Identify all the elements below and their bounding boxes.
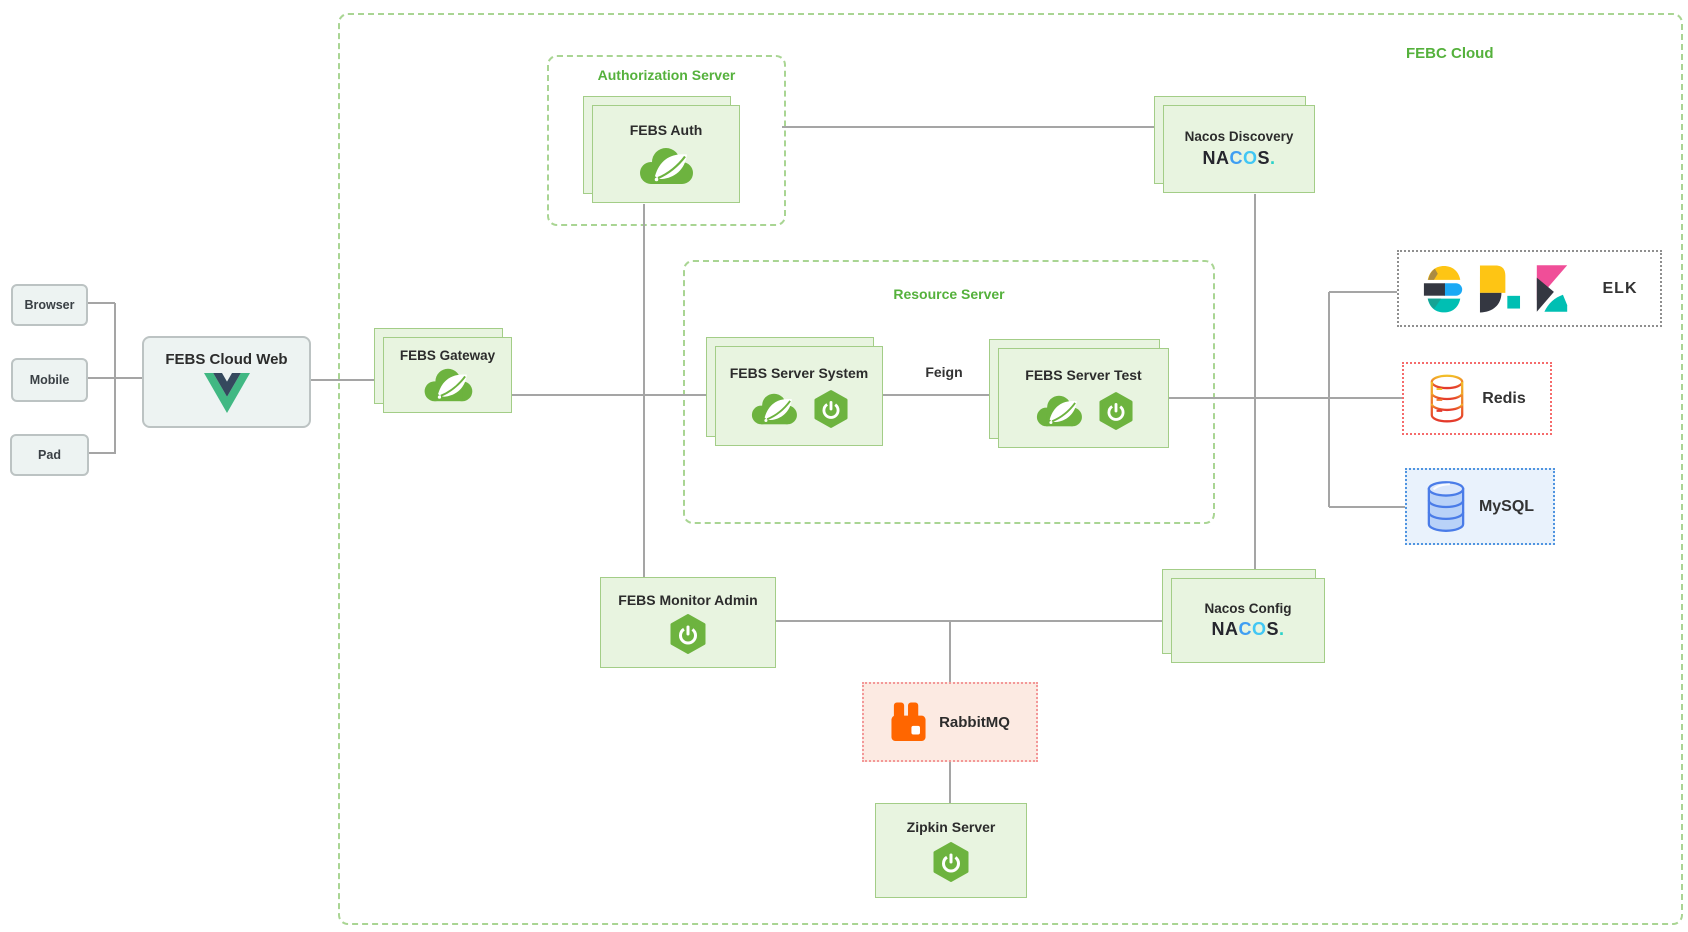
resource-server-group: Resource Server — [683, 260, 1215, 524]
client-browser: Browser — [11, 284, 88, 326]
stack-front-layer: FEBS Gateway — [383, 337, 512, 413]
stack-front-layer: FEBS Server System — [715, 346, 883, 446]
febs-cloud-web-title: FEBS Cloud Web — [165, 351, 288, 368]
node-nacos-config: Nacos Config NACOS. — [1162, 569, 1325, 663]
connector-auth-discovery — [782, 126, 1155, 128]
node-febs-server-system: FEBS Server System — [706, 337, 883, 446]
spring-boot-icon — [1098, 391, 1133, 430]
node-elk: ELK — [1397, 250, 1662, 327]
connector-elk — [1329, 291, 1398, 293]
node-febs-server-test: FEBS Server Test — [989, 339, 1169, 448]
spring-boot-icon — [814, 389, 848, 428]
node-mysql: MySQL — [1405, 468, 1555, 545]
connector-pad — [85, 452, 115, 454]
spring-cloud-icon — [638, 146, 694, 186]
node-zipkin-server: Zipkin Server — [875, 803, 1027, 898]
client-mobile: Mobile — [11, 358, 88, 402]
connector-store-bracket — [1328, 292, 1330, 507]
febs-gateway-title: FEBS Gateway — [399, 347, 496, 363]
mysql-title: MySQL — [1478, 497, 1535, 515]
connector-rabbitmq-zipkin — [949, 762, 951, 804]
connector-test-redis — [1169, 397, 1403, 399]
redis-db-icon — [1430, 374, 1464, 422]
elk-title: ELK — [1602, 279, 1638, 297]
node-febs-cloud-web: FEBS Cloud Web — [142, 336, 311, 428]
client-pad: Pad — [10, 434, 89, 476]
connector-auth-monitor — [643, 204, 645, 578]
rabbitmq-icon — [891, 702, 926, 741]
connector-rabbitmq-top — [949, 621, 951, 683]
febs-server-test-title: FEBS Server Test — [1025, 366, 1142, 383]
node-febs-auth: FEBS Auth — [583, 96, 740, 203]
nacos-wordmark: NACOS. — [1202, 148, 1276, 168]
connector-discovery-config — [1254, 194, 1256, 570]
spring-boot-icon — [670, 613, 706, 654]
zipkin-server-title: Zipkin Server — [906, 819, 996, 835]
connector-web-gateway — [307, 379, 384, 381]
connector-monitor-config — [776, 620, 1163, 622]
febs-server-system-title: FEBS Server System — [729, 364, 869, 381]
stack-front-layer: Nacos Config NACOS. — [1171, 578, 1325, 663]
connector-client-trunk — [114, 303, 116, 454]
elasticsearch-icon — [1423, 265, 1462, 312]
spring-boot-icon — [933, 842, 969, 882]
node-nacos-discovery: Nacos Discovery NACOS. — [1154, 96, 1315, 193]
spring-cloud-icon — [750, 392, 798, 425]
logstash-icon — [1479, 265, 1520, 312]
stack-front-layer: FEBS Auth — [592, 105, 740, 203]
feign-edge-label: Feign — [925, 364, 963, 380]
redis-title: Redis — [1482, 389, 1526, 407]
nacos-wordmark: NACOS. — [1211, 619, 1285, 639]
authorization-server-label: Authorization Server — [597, 67, 736, 83]
client-mobile-label: Mobile — [29, 373, 70, 387]
kibana-icon — [1536, 264, 1567, 312]
connector-mobile — [84, 377, 142, 379]
connector-mysql — [1329, 506, 1406, 508]
febs-auth-title: FEBS Auth — [629, 122, 703, 138]
nacos-discovery-title: Nacos Discovery — [1184, 129, 1294, 144]
node-redis: Redis — [1402, 362, 1552, 435]
client-pad-label: Pad — [38, 448, 61, 462]
node-febs-monitor-admin: FEBS Monitor Admin — [600, 577, 776, 668]
stack-front-layer: Nacos Discovery NACOS. — [1163, 105, 1315, 193]
resource-server-label: Resource Server — [893, 286, 1005, 302]
connector-system-test-feign — [883, 394, 999, 396]
febs-monitor-admin-title: FEBS Monitor Admin — [618, 591, 758, 608]
connector-browser — [84, 302, 115, 304]
connector-gateway-system — [512, 394, 716, 396]
node-febs-gateway: FEBS Gateway — [374, 328, 512, 413]
febc-cloud-label: FEBC Cloud — [1406, 45, 1494, 62]
node-rabbitmq: RabbitMQ — [862, 682, 1038, 762]
febc-cloud-boundary — [338, 13, 1683, 925]
authorization-server-group: Authorization Server — [547, 55, 786, 226]
spring-cloud-icon — [423, 367, 473, 402]
mysql-db-icon — [1427, 480, 1465, 532]
vue-icon — [203, 373, 250, 413]
nacos-config-title: Nacos Config — [1204, 601, 1292, 616]
rabbitmq-title: RabbitMQ — [939, 713, 1010, 731]
spring-cloud-icon — [1035, 394, 1083, 427]
stack-front-layer: FEBS Server Test — [998, 348, 1169, 448]
client-browser-label: Browser — [24, 298, 75, 312]
